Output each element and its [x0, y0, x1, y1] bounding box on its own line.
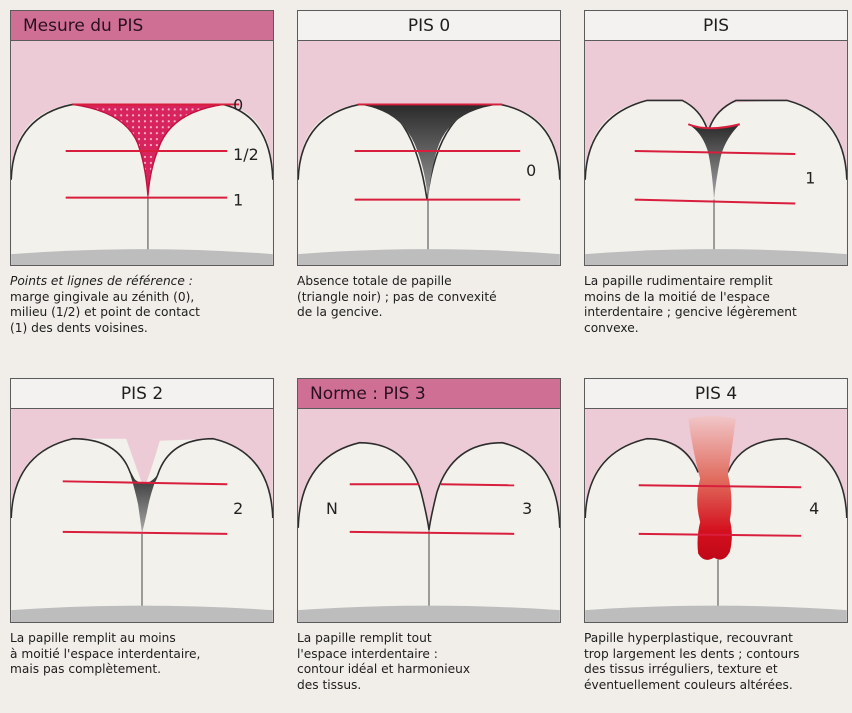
panel-caption: La papille remplit tout l'espace interde…	[297, 631, 567, 693]
score-label: 4	[809, 499, 819, 518]
panel-caption: La papille rudimentaire remplit moins de…	[584, 274, 852, 336]
measure-drawing: 0 1/2 1	[10, 40, 274, 266]
pis-0-drawing: 0	[297, 40, 561, 266]
pis-1-drawing: 1	[584, 40, 848, 266]
panel-title: Mesure du PIS	[10, 10, 274, 40]
panel-caption: Papille hyperplastique, recouvrant trop …	[584, 631, 852, 693]
panel-pis-4: PIS 4 4 Papille hyperplastique, recouvra…	[584, 378, 848, 693]
normal-label: N	[326, 499, 338, 518]
panel-pis-1: PIS 1 La papille rudimentaire remplit mo…	[584, 10, 848, 336]
label-one: 1	[233, 191, 243, 210]
panel-title: PIS 0	[297, 10, 561, 40]
panel-mesure: Mesure du PIS 0 1/2 1 Points et lignes d…	[10, 10, 274, 336]
panel-title: PIS 2	[10, 378, 274, 408]
pis-2-drawing: 2	[10, 408, 274, 623]
panel-title: Norme : PIS 3	[297, 378, 561, 408]
pis-3-drawing: N 3	[297, 408, 561, 623]
caption-lead: Points et lignes de référence :	[10, 274, 193, 288]
panel-pis-0: PIS 0 0 Absence totale de papille (trian…	[297, 10, 561, 321]
panel-pis-3: Norme : PIS 3 N 3 La papille remplit tou…	[297, 378, 561, 693]
score-label: 1	[805, 169, 815, 188]
score-label: 3	[522, 499, 532, 518]
panel-caption: La papille remplit au moins à moitié l'e…	[10, 631, 280, 678]
panel-caption: Points et lignes de référence : marge gi…	[10, 274, 280, 336]
panel-pis-2: PIS 2 2 La papille remplit au moins à mo…	[10, 378, 274, 678]
panel-title: PIS 4	[584, 378, 848, 408]
caption-text: marge gingivale au zénith (0), milieu (1…	[10, 290, 200, 335]
label-zero: 0	[233, 95, 243, 114]
label-half: 1/2	[233, 145, 259, 164]
panel-title: PIS	[584, 10, 848, 40]
pis-4-drawing: 4	[584, 408, 848, 623]
score-label: 2	[233, 499, 243, 518]
score-label: 0	[526, 161, 536, 180]
panel-caption: Absence totale de papille (triangle noir…	[297, 274, 567, 321]
